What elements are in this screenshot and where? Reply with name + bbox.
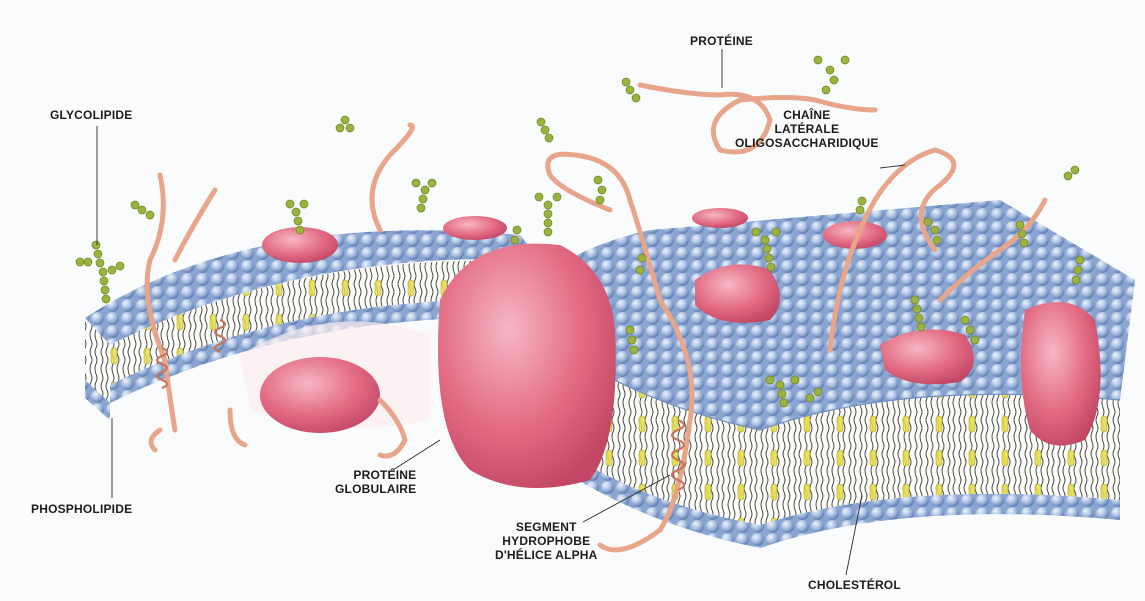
globular-protein-large xyxy=(438,244,616,488)
globular-protein-left xyxy=(260,357,380,433)
label-chaine-laterale-oligosaccharidique: CHAÎNE LATÉRALE OLIGOSACCHARIDIQUE xyxy=(735,108,879,150)
label-cholesterol: CHOLESTÉROL xyxy=(808,578,901,592)
label-proteine-globulaire: PROTÉINE GLOBULAIRE xyxy=(335,468,416,496)
label-glycolipide: GLYCOLIPIDE xyxy=(50,108,132,122)
label-proteine: PROTÉINE xyxy=(690,34,753,48)
label-phospholipide: PHOSPHOLIPIDE xyxy=(31,502,132,516)
label-segment-hydrophobe: SEGMENT HYDROPHOBE D'HÉLICE ALPHA xyxy=(495,520,598,562)
